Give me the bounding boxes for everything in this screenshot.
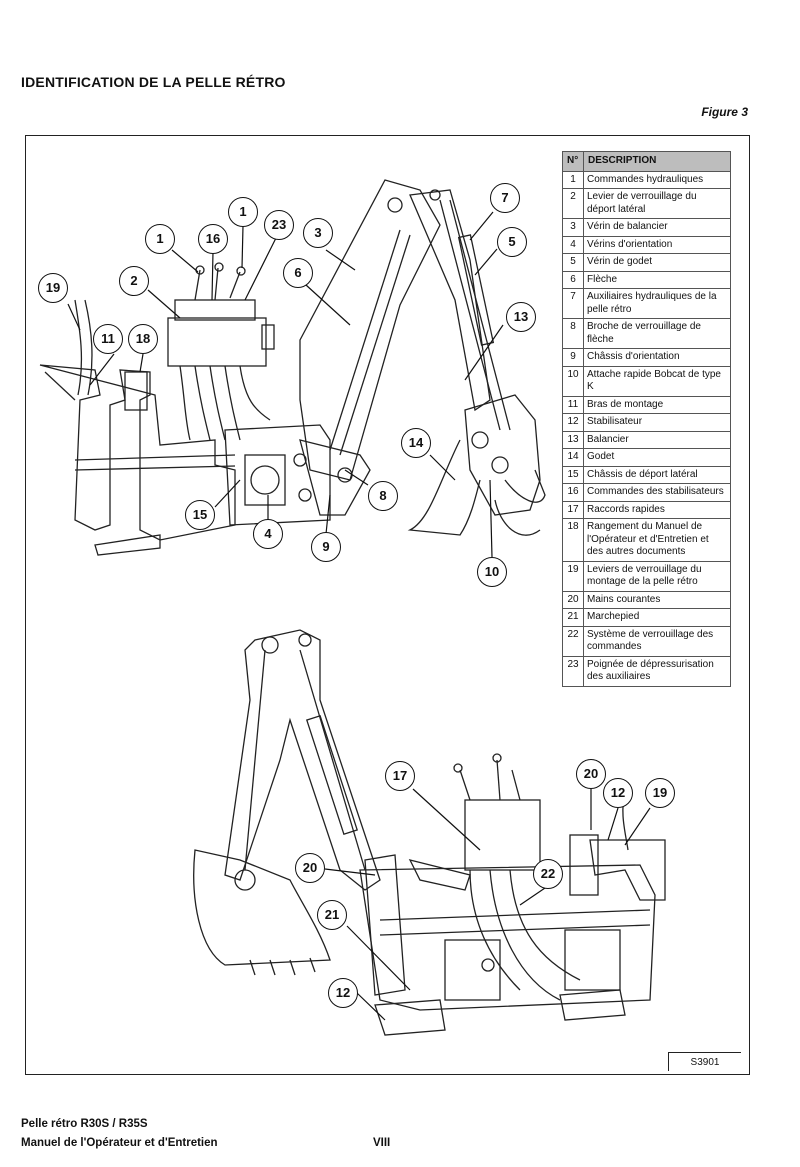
legend-row-desc: Attache rapide Bobcat de type K <box>583 365 731 397</box>
callout-13: 13 <box>506 302 536 332</box>
callout-5: 5 <box>497 227 527 257</box>
footer-model: Pelle rétro R30S / R35S <box>21 1118 148 1130</box>
legend-row-desc: Rangement du Manuel de l'Opérateur et d'… <box>583 518 731 562</box>
legend-header-desc: DESCRIPTION <box>583 151 731 172</box>
bottom-boom <box>224 629 381 891</box>
callout-6: 6 <box>283 258 313 288</box>
callout-2: 2 <box>119 266 149 296</box>
callout-9: 9 <box>311 532 341 562</box>
callout-4: 4 <box>253 519 283 549</box>
callout-8: 8 <box>368 481 398 511</box>
callout-19: 19 <box>645 778 675 808</box>
callout-12: 12 <box>328 978 358 1008</box>
page-number: VIII <box>373 1137 391 1149</box>
legend-row-desc: Leviers de verrouillage du montage de la… <box>583 560 731 592</box>
callout-20: 20 <box>576 759 606 789</box>
callout-20: 20 <box>295 853 325 883</box>
bottom-control-tower <box>453 753 581 1001</box>
legend-row-desc: Poignée de dépressurisation des auxiliai… <box>583 655 731 687</box>
drawing-code: S3901 <box>668 1052 741 1071</box>
callout-21: 21 <box>317 900 347 930</box>
legend-row-desc: Broche de verrouillage de flèche <box>583 318 731 349</box>
callout-16: 16 <box>198 224 228 254</box>
legend-row-num: 10 <box>562 365 584 397</box>
figure-frame <box>25 135 750 1075</box>
callout-12: 12 <box>603 778 633 808</box>
callout-7: 7 <box>490 183 520 213</box>
callout-17: 17 <box>385 761 415 791</box>
callout-11: 11 <box>93 324 123 354</box>
callout-14: 14 <box>401 428 431 458</box>
callout-3: 3 <box>303 218 333 248</box>
legend-header-num: N° <box>562 151 584 172</box>
callout-22: 22 <box>533 859 563 889</box>
bottom-mainframe <box>359 864 656 1036</box>
top-boom <box>299 179 511 481</box>
figure-label: Figure 3 <box>701 105 748 119</box>
legend-header: N° DESCRIPTION <box>562 151 731 172</box>
legend-row-desc: Levier de verrouillage du déport latéral <box>583 188 731 219</box>
top-control-tower <box>167 262 275 441</box>
callout-23: 23 <box>264 210 294 240</box>
callout-19: 19 <box>38 273 68 303</box>
callout-10: 10 <box>477 557 507 587</box>
top-stick-and-bucket <box>407 394 546 536</box>
callout-1: 1 <box>228 197 258 227</box>
callout-1: 1 <box>145 224 175 254</box>
bottom-bucket <box>193 849 331 976</box>
legend-row-desc: Système de verrouillage des commandes <box>583 625 731 657</box>
callout-18: 18 <box>128 324 158 354</box>
footer-manual-title: Manuel de l'Opérateur et d'Entretien <box>21 1137 218 1149</box>
callout-15: 15 <box>185 500 215 530</box>
page-title: IDENTIFICATION DE LA PELLE RÉTRO <box>21 74 286 90</box>
